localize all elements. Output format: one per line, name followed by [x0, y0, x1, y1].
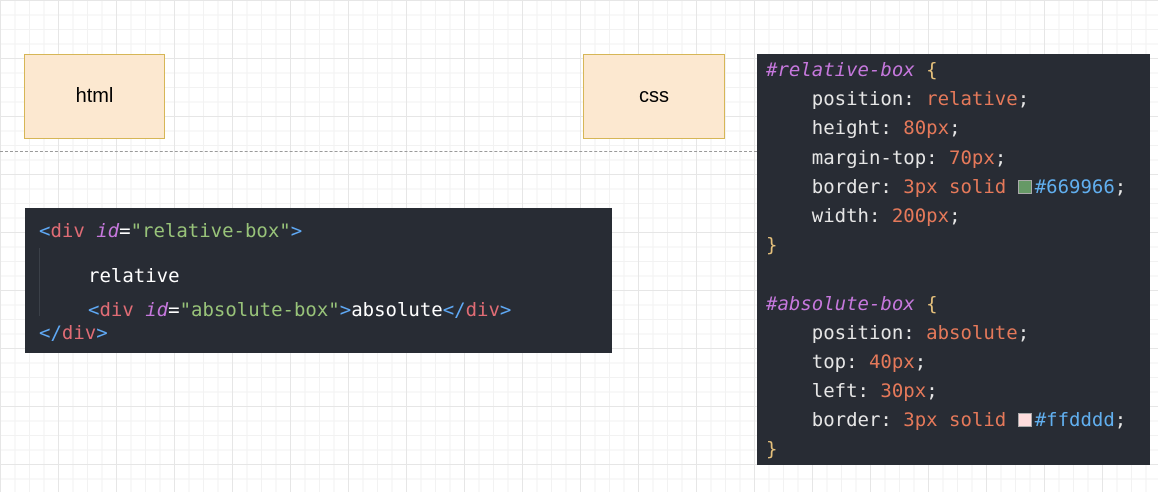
attr-value: "relative-box": [130, 220, 291, 242]
css-rule-1-footer: }: [766, 231, 1150, 260]
css-value: 80px: [903, 117, 950, 140]
html-label-text: html: [75, 85, 114, 107]
css-value: 40px: [868, 350, 915, 373]
end-tag-name: div: [61, 322, 97, 344]
attr-equals: =: [119, 220, 131, 242]
html-code-line-1: <div id="relative-box">: [39, 214, 612, 248]
css-property: position: [811, 321, 904, 344]
css-declaration: top: 40px;: [811, 350, 927, 373]
css-declaration: border: 3px solid #ffdddd;: [811, 409, 1127, 432]
css-property: left: [811, 380, 858, 403]
css-value: 3px solid: [903, 175, 1007, 198]
css-label-box: css: [583, 54, 725, 139]
tag-name: div: [99, 299, 134, 321]
css-rule-2-footer: }: [766, 435, 1150, 464]
attr-equals: =: [168, 299, 180, 321]
open-bracket: <: [88, 299, 100, 321]
css-property: border: [811, 175, 881, 198]
end-close-bracket: >: [499, 299, 512, 321]
tag-name: div: [50, 220, 85, 242]
color-swatch-icon: [1017, 179, 1032, 194]
end-open-bracket: </: [442, 299, 466, 321]
html-label-box: html: [24, 54, 165, 139]
blank-line: [766, 260, 1150, 289]
css-value: 200px: [891, 204, 950, 227]
indent-guide: [39, 248, 88, 282]
css-declaration: width: 200px;: [811, 204, 961, 227]
css-selector: #absolute-box: [766, 292, 915, 315]
css-property: position: [811, 88, 904, 111]
css-property: height: [811, 117, 881, 140]
css-declaration: border: 3px solid #669966;: [811, 175, 1127, 198]
css-declaration: height: 80px;: [811, 117, 961, 140]
css-value: 70px: [949, 146, 995, 169]
end-close-bracket: >: [96, 322, 108, 344]
css-code-panel: #relative-box { position: relative; heig…: [757, 54, 1150, 465]
close-brace: }: [766, 438, 778, 461]
attr-value: "absolute-box": [179, 299, 340, 321]
css-hex-value: #669966: [1034, 175, 1115, 198]
css-hex-value: #ffdddd: [1034, 409, 1115, 432]
css-declaration: position: absolute;: [811, 321, 1030, 344]
css-rule-1-header: #relative-box {: [766, 56, 1150, 85]
end-tag-name: div: [465, 299, 500, 321]
indent-guide: [39, 282, 88, 316]
css-declaration: margin-top: 70px;: [811, 146, 1007, 169]
attr-name: id: [96, 220, 120, 242]
css-label-text: css: [639, 85, 669, 107]
text-node: absolute: [351, 299, 443, 321]
open-bracket: <: [39, 220, 51, 242]
css-value: 3px solid: [903, 409, 1007, 432]
css-property: margin-top: [811, 146, 927, 169]
css-property: width: [811, 204, 869, 227]
html-code-line-3: <div id="absolute-box">absolute</div>: [39, 282, 612, 321]
open-brace: {: [914, 292, 938, 315]
css-selector: #relative-box: [766, 59, 915, 81]
close-bracket: >: [290, 220, 303, 242]
css-rule-2-header: #absolute-box {: [766, 290, 1150, 319]
text-node: relative: [88, 265, 180, 287]
html-code-line-2: relative: [39, 248, 612, 287]
css-declaration: position: relative;: [811, 88, 1030, 111]
close-bracket: >: [339, 299, 352, 321]
dashed-divider: [0, 151, 757, 152]
end-open-bracket: </: [39, 322, 62, 344]
close-brace: }: [766, 234, 778, 257]
open-brace: {: [914, 59, 938, 81]
css-declaration: left: 30px;: [811, 380, 938, 403]
color-swatch-icon: [1017, 413, 1032, 428]
css-property: top: [811, 350, 847, 373]
css-property: border: [811, 409, 881, 432]
attr-name: id: [145, 299, 169, 321]
css-value: 30px: [880, 380, 927, 403]
css-value: relative: [926, 88, 1018, 111]
css-value: absolute: [926, 321, 1018, 344]
html-code-panel: <div id="relative-box">relative<div id="…: [25, 208, 612, 353]
html-code-line-4: </div>: [39, 316, 612, 350]
